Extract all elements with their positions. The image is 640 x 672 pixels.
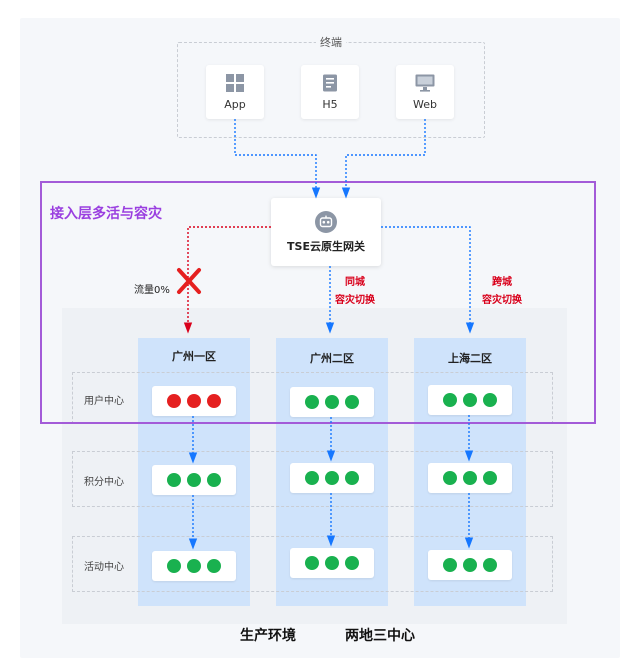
document-icon (323, 74, 337, 91)
connector-web-gateway (341, 119, 426, 199)
connector-gateway-gz1 (183, 226, 271, 334)
row-band-activity-center (72, 536, 553, 592)
instance-failed (207, 394, 221, 408)
client-web[interactable]: Web (396, 65, 454, 119)
client-app-label: App (224, 97, 246, 111)
instance-healthy (167, 473, 181, 487)
instance-healthy (345, 556, 359, 570)
instance-healthy (463, 393, 477, 407)
same-city-line-2: 容灾切换 (335, 295, 375, 306)
instance-healthy (305, 471, 319, 485)
monitor-icon (415, 74, 435, 92)
instance-healthy (483, 393, 497, 407)
service-card-activity-gz1[interactable] (152, 551, 236, 581)
flow-label: 流量0% (134, 285, 170, 296)
cross-city-failover-label: 跨城 容灾切换 (477, 274, 527, 310)
service-card-user-gz1[interactable] (152, 386, 236, 416)
terminal-group-label: 终端 (316, 34, 346, 50)
blocked-x-icon (177, 268, 201, 294)
instance-healthy (167, 559, 181, 573)
instance-healthy (443, 393, 457, 407)
row-label-activity-center: 活动中心 (84, 562, 124, 573)
instance-failed (187, 394, 201, 408)
instance-healthy (187, 559, 201, 573)
connector-app-gateway (234, 119, 321, 199)
same-city-failover-label: 同城 容灾切换 (330, 274, 380, 310)
service-card-points-gz2[interactable] (290, 463, 374, 493)
client-app[interactable]: App (206, 65, 264, 119)
service-card-activity-gz2[interactable] (290, 548, 374, 578)
gateway-label: TSE云原生网关 (287, 239, 365, 253)
access-layer-box (40, 181, 596, 424)
row-band-points-center (72, 451, 553, 507)
cross-city-line-1: 跨城 (492, 277, 512, 288)
gateway-icon (315, 210, 337, 233)
row-label-user-center: 用户中心 (84, 396, 124, 407)
service-card-points-gz1[interactable] (152, 465, 236, 495)
instance-healthy (305, 556, 319, 570)
footer-two-cities-three-centers: 两地三中心 (345, 628, 415, 644)
instance-failed (167, 394, 181, 408)
footer-production-env: 生产环境 (240, 628, 296, 644)
instance-healthy (463, 558, 477, 572)
instance-healthy (463, 471, 477, 485)
service-card-user-gz2[interactable] (290, 387, 374, 417)
instance-healthy (483, 558, 497, 572)
instance-healthy (483, 471, 497, 485)
connector-gateway-sh2 (381, 226, 475, 334)
cross-city-line-2: 容灾切换 (482, 295, 522, 306)
instance-healthy (325, 395, 339, 409)
client-web-label: Web (413, 97, 437, 111)
instance-healthy (325, 556, 339, 570)
instance-healthy (443, 471, 457, 485)
instance-healthy (325, 471, 339, 485)
zone-title-shanghai-2: 上海二区 (448, 352, 492, 365)
client-h5[interactable]: H5 (301, 65, 359, 119)
instance-healthy (305, 395, 319, 409)
service-card-activity-sh2[interactable] (428, 550, 512, 580)
zone-title-guangzhou-1: 广州一区 (172, 350, 216, 363)
service-card-points-sh2[interactable] (428, 463, 512, 493)
zone-title-guangzhou-2: 广州二区 (310, 352, 354, 365)
grid-icon (226, 73, 244, 92)
row-label-points-center: 积分中心 (84, 477, 124, 488)
same-city-line-1: 同城 (345, 277, 365, 288)
instance-healthy (345, 395, 359, 409)
instance-healthy (207, 559, 221, 573)
gateway-node[interactable]: TSE云原生网关 (271, 198, 381, 266)
instance-healthy (345, 471, 359, 485)
access-layer-title: 接入层多活与容灾 (50, 206, 162, 222)
instance-healthy (443, 558, 457, 572)
service-card-user-sh2[interactable] (428, 385, 512, 415)
instance-healthy (207, 473, 221, 487)
client-h5-label: H5 (322, 97, 338, 111)
instance-healthy (187, 473, 201, 487)
